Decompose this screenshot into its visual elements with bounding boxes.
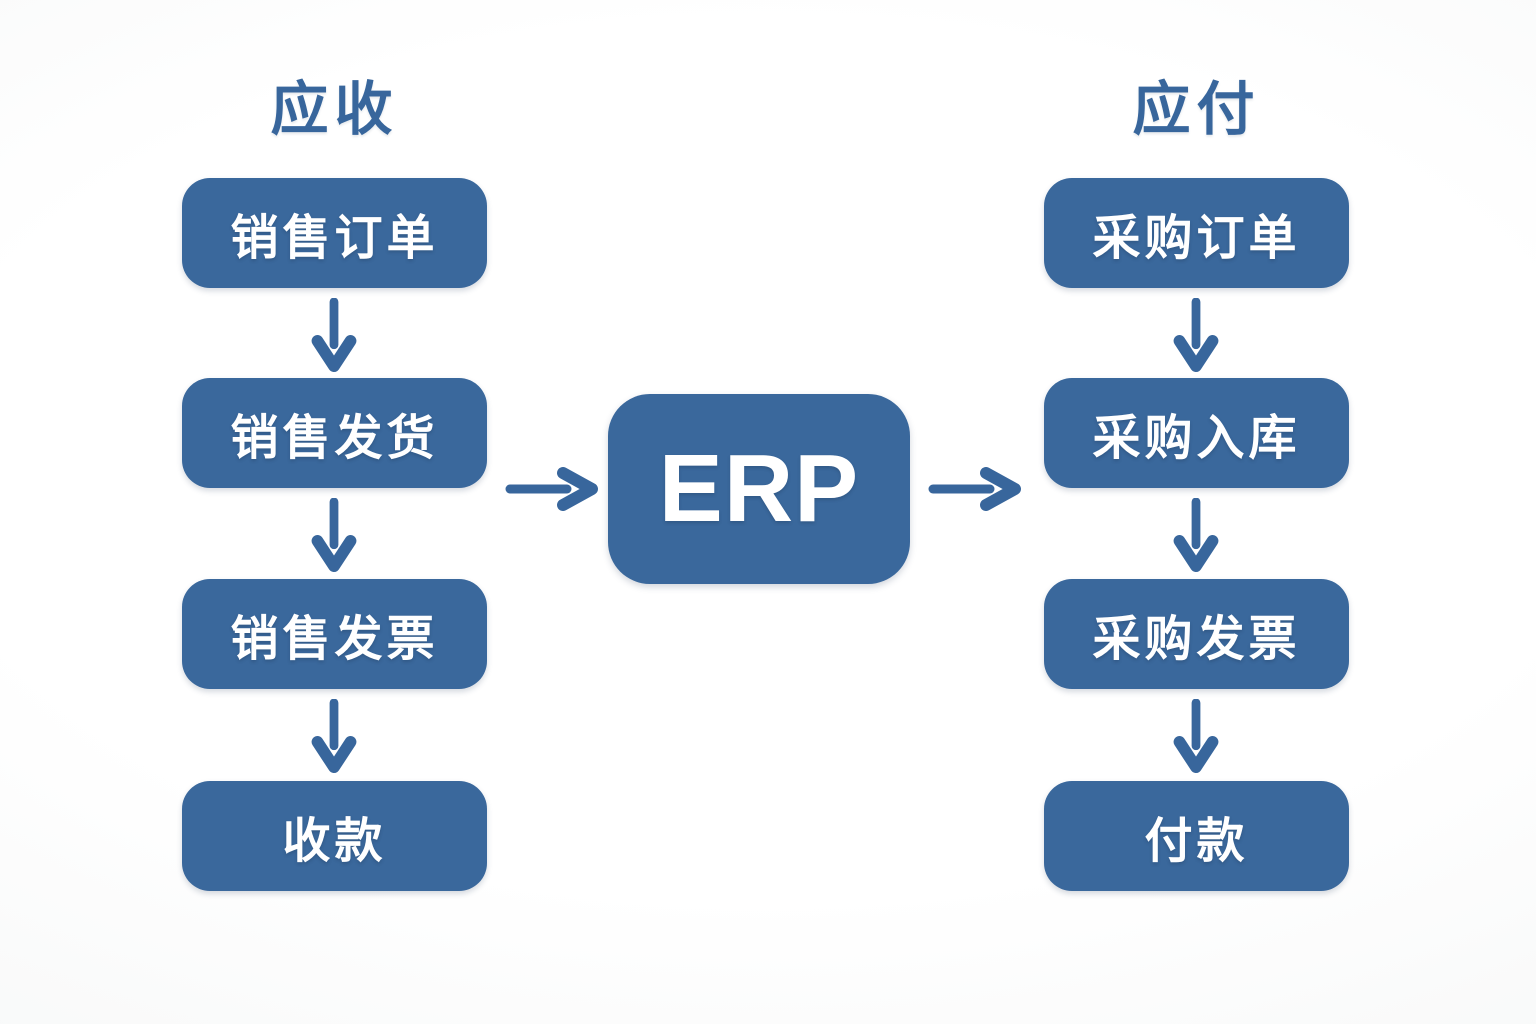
- node-sales-delivery: 销售发货: [182, 378, 487, 488]
- down-arrow-icon: [311, 699, 357, 774]
- down-arrow-icon: [311, 298, 357, 373]
- right-arrow-icon: [928, 467, 1021, 511]
- node-sales-order: 销售订单: [182, 178, 487, 288]
- lane-title-payable: 应付: [1132, 77, 1261, 142]
- down-arrow-icon: [1173, 699, 1219, 774]
- right-arrow-icon: [505, 467, 598, 511]
- down-arrow-icon: [1173, 498, 1219, 573]
- lane-title-receivable: 应收: [270, 77, 399, 142]
- node-payment: 付款: [1044, 781, 1349, 891]
- node-receipt: 收款: [182, 781, 487, 891]
- down-arrow-icon: [1173, 298, 1219, 373]
- node-purchase-invoice: 采购发票: [1044, 579, 1349, 689]
- node-purchase-order: 采购订单: [1044, 178, 1349, 288]
- node-erp: ERP: [608, 394, 910, 584]
- node-sales-invoice: 销售发票: [182, 579, 487, 689]
- down-arrow-icon: [311, 498, 357, 573]
- node-purchase-inbound: 采购入库: [1044, 378, 1349, 488]
